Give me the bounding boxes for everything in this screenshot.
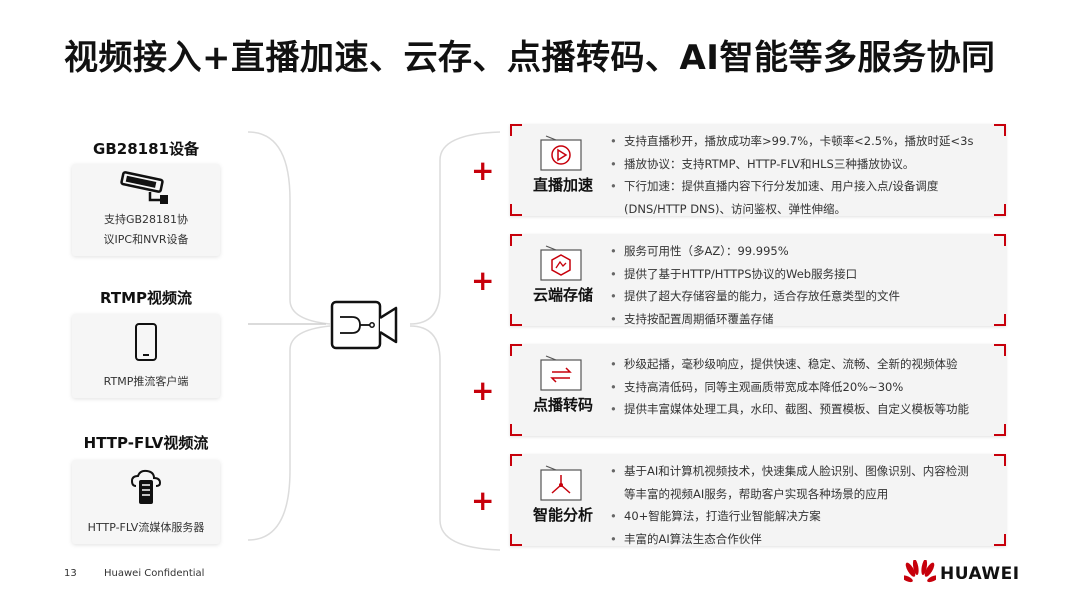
source-title-http-flv: HTTP-FLV视频流 <box>83 434 209 452</box>
service-bullet-list: •支持直播秒开，播放成功率>99.7%，卡顿率<2.5%，播放时延<3s •播放… <box>610 130 1002 220</box>
bullet-item: •秒级起播，毫秒级响应，提供快速、稳定、流畅、全新的视频体验 <box>610 357 958 371</box>
video-hub-icon <box>330 300 398 350</box>
service-bullet-list: •服务可用性（多AZ）：99.995% •提供了基于HTTP/HTTPS协议的W… <box>610 240 1002 330</box>
bullet-item: •服务可用性（多AZ）：99.995% <box>610 244 789 258</box>
bullet-item: •丰富的AI算法生态合作伙伴 <box>610 531 762 546</box>
ai-analysis-icon <box>540 465 582 501</box>
service-panel-live: 直播加速 •支持直播秒开，播放成功率>99.7%，卡顿率<2.5%，播放时延<3… <box>510 124 1006 216</box>
service-panel-ai: 智能分析 •基于AI和计算机视频技术，快速集成人脸识别、图像识别、内容检测 等丰… <box>510 454 1006 546</box>
source-caption-line: 议IPC和NVR设备 <box>103 233 189 246</box>
source-caption-line: RTMP推流客户端 <box>103 375 189 388</box>
source-card-rtmp: RTMP推流客户端 <box>72 314 220 398</box>
bullet-item: •提供了超大存储容量的能力，适合存放任意类型的文件 <box>610 289 900 303</box>
bullet-item: •40+智能算法，打造行业智能解决方案 <box>610 509 821 523</box>
page-number: 13 <box>64 568 77 579</box>
source-caption-line: HTTP-FLV流媒体服务器 <box>87 521 205 534</box>
source-title-rtmp: RTMP视频流 <box>99 289 193 307</box>
transcode-icon <box>540 355 582 391</box>
service-bullet-list: •秒级起播，毫秒级响应，提供快速、稳定、流畅、全新的视频体验 •支持高清低码，同… <box>610 353 1002 421</box>
service-label: 点播转码 <box>532 396 593 414</box>
source-card-gb28181: 支持GB28181协 议IPC和NVR设备 <box>72 164 220 256</box>
confidential-label: Huawei Confidential <box>104 568 205 579</box>
service-label: 智能分析 <box>532 506 593 524</box>
page-title: 视频接入+直播加速、云存、点播转码、AI智能等多服务协同 <box>64 38 996 78</box>
plus-icon: + <box>471 264 495 297</box>
bullet-item: •支持按配置周期循环覆盖存储 <box>610 311 774 326</box>
smartphone-icon <box>135 323 157 361</box>
service-panel-storage: 云端存储 •服务可用性（多AZ）：99.995% •提供了基于HTTP/HTTP… <box>510 234 1006 326</box>
huawei-logo: HUAWEI <box>904 560 1024 588</box>
bullet-item: •支持高清低码，同等主观画质带宽成本降低20%~30% <box>610 379 904 394</box>
source-card-http-flv: HTTP-FLV流媒体服务器 <box>72 460 220 544</box>
live-play-icon <box>540 135 582 171</box>
huawei-petal-icon <box>904 560 936 583</box>
service-bullet-list: •基于AI和计算机视频技术，快速集成人脸识别、图像识别、内容检测 等丰富的视频A… <box>610 460 1002 550</box>
bullet-item: •基于AI和计算机视频技术，快速集成人脸识别、图像识别、内容检测 <box>610 464 969 478</box>
plus-icon: + <box>471 374 495 407</box>
bullet-continuation: (DNS/HTTP DNS)、访问鉴权、弹性伸缩。 <box>624 201 846 216</box>
bullet-item: •下行加速：提供直播内容下行分发加速、用户接入点/设备调度 <box>610 179 939 193</box>
source-caption-line: 支持GB28181协 <box>103 213 189 226</box>
bullet-item: •播放协议：支持RTMP、HTTP-FLV和HLS三种播放协议。 <box>610 156 915 171</box>
bullet-item: •支持直播秒开，播放成功率>99.7%，卡顿率<2.5%，播放时延<3s <box>610 134 974 148</box>
service-label: 直播加速 <box>532 176 593 194</box>
source-title-gb28181: GB28181设备 <box>93 140 199 158</box>
cloud-server-icon <box>130 469 162 504</box>
service-panel-transcode: 点播转码 •秒级起播，毫秒级响应，提供快速、稳定、流畅、全新的视频体验 •支持高… <box>510 344 1006 436</box>
bullet-item: •提供了基于HTTP/HTTPS协议的Web服务接口 <box>610 266 858 281</box>
cloud-storage-icon <box>540 245 582 281</box>
cctv-camera-icon <box>120 171 168 204</box>
service-label: 云端存储 <box>532 286 593 304</box>
brand-name: HUAWEI <box>940 564 1020 584</box>
bullet-item: •提供丰富媒体处理工具，水印、截图、预置模板、自定义模板等功能 <box>610 402 969 416</box>
plus-icon: + <box>471 484 495 517</box>
bullet-continuation: 等丰富的视频AI服务，帮助客户实现各种场景的应用 <box>624 486 889 501</box>
plus-icon: + <box>471 154 495 187</box>
